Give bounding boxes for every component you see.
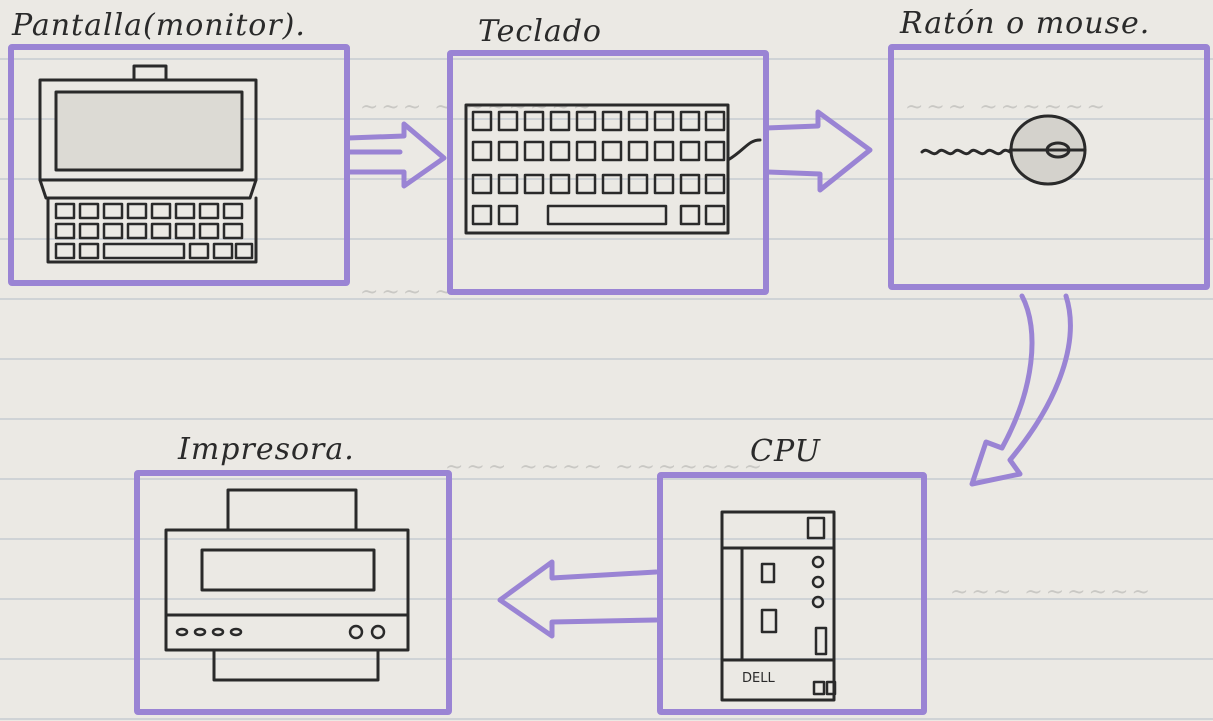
cpu-tower-icon [722, 512, 835, 700]
arrow-mouse-to-cpu [972, 296, 1070, 484]
arrow-monitor-to-keyboard [348, 124, 444, 186]
arrow-cpu-to-printer [500, 562, 656, 636]
printer-icon [166, 490, 408, 680]
mouse-icon [922, 116, 1085, 184]
laptop-icon [40, 66, 256, 262]
keyboard-icon [466, 105, 760, 233]
arrow-keyboard-to-mouse [766, 112, 870, 190]
cpu-brand-text: DELL [742, 671, 775, 686]
